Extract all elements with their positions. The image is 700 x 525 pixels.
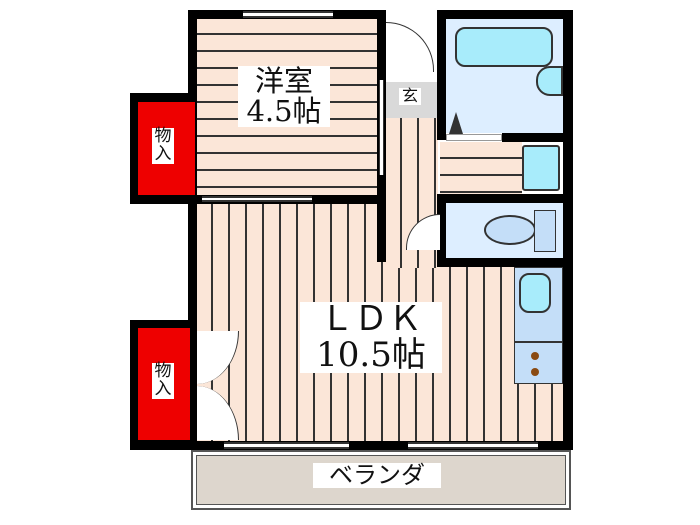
entrance-label: 玄 [399, 87, 421, 105]
wall [437, 194, 572, 203]
wall [437, 10, 572, 19]
window[interactable] [408, 442, 538, 449]
ldk-label: ＬＤＫ 10.5帖 [300, 301, 442, 374]
wall [188, 10, 197, 105]
sink-icon [519, 273, 551, 313]
wall [563, 10, 573, 450]
window[interactable] [224, 442, 349, 449]
stove-burner-icon [531, 368, 539, 376]
window[interactable] [202, 196, 312, 202]
wall [437, 194, 446, 266]
wall [437, 258, 572, 267]
washbasin-icon [522, 145, 560, 191]
wall [188, 200, 197, 320]
closet-bottom-label: 物 入 [152, 362, 174, 399]
bathtub-icon [455, 27, 553, 67]
veranda-label: ベランダ [313, 462, 441, 489]
toilet-tank-icon [534, 210, 556, 252]
bathroom-door[interactable] [446, 134, 502, 141]
toilet-bowl-icon [484, 215, 536, 245]
window[interactable] [243, 11, 333, 18]
wall [437, 10, 446, 140]
western-room-label: 洋室 4.5帖 [238, 66, 330, 127]
entrance-door-swing[interactable] [386, 22, 434, 72]
bath-faucet-icon [536, 66, 563, 96]
wall [502, 133, 572, 142]
washroom-floor [440, 142, 522, 194]
stove-burner-icon [531, 352, 539, 360]
counter-divider [514, 341, 563, 343]
wall [190, 441, 573, 450]
step-icon [449, 112, 463, 134]
sliding-door[interactable] [379, 80, 384, 175]
closet-top-label: 物 入 [152, 127, 174, 164]
wall [377, 200, 386, 262]
